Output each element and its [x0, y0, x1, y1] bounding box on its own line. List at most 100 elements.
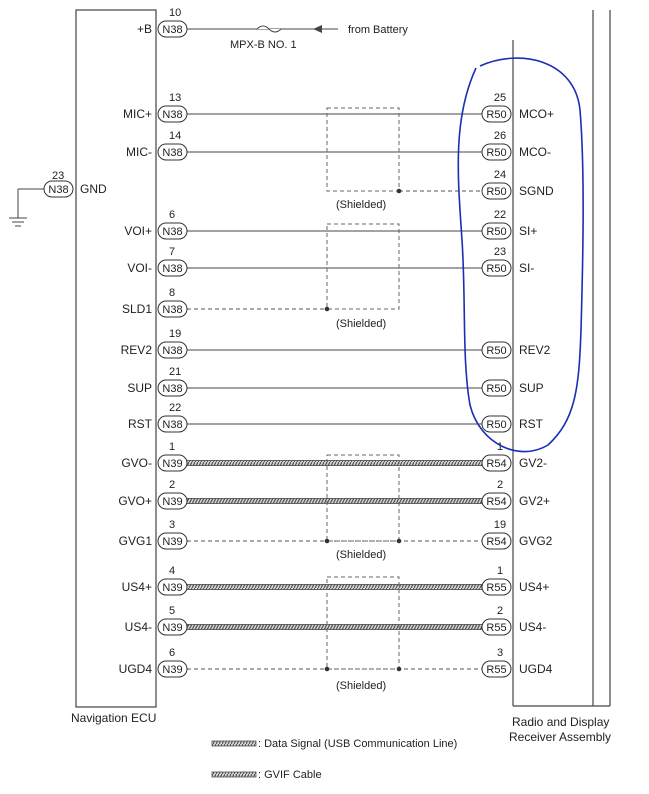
left-connector-sld1: N38 [157, 300, 188, 318]
left-connector-rev2: N38 [157, 341, 188, 359]
gnd-connector-tag: N38 [43, 180, 74, 198]
ground-symbol [9, 188, 44, 227]
right-pin-us4+: 1 [497, 565, 503, 577]
svg-text:N38: N38 [162, 24, 182, 36]
left-label-rst: RST [128, 417, 153, 431]
right-label-us4-: US4- [519, 620, 546, 634]
right-label-mco-: MCO- [519, 145, 551, 159]
shield-label-1: (Shielded) [336, 199, 386, 211]
svg-text:R55: R55 [486, 664, 506, 676]
left-label-sld1: SLD1 [122, 302, 152, 316]
right-pin-gv2+: 2 [497, 479, 503, 491]
right-pin-si-: 23 [494, 246, 506, 258]
right-pin-si+: 22 [494, 209, 506, 221]
right-connector-gv2-: R54 [481, 454, 512, 472]
right-pin-gvg2: 19 [494, 519, 506, 531]
left-label-us4+: US4+ [122, 580, 152, 594]
left-pin-us4+: 4 [169, 565, 175, 577]
svg-text:N38: N38 [162, 304, 182, 316]
svg-text:R50: R50 [486, 226, 506, 238]
left-label-rev2: REV2 [121, 343, 153, 357]
left-label-gvg1: GVG1 [119, 534, 153, 548]
svg-text:N38: N38 [48, 184, 68, 196]
battery-connector-tag: N38 [157, 20, 188, 38]
battery-circuit [187, 25, 338, 33]
left-pin-rst: 22 [169, 402, 181, 414]
svg-text:R50: R50 [486, 345, 506, 357]
left-pin-voi+: 6 [169, 209, 175, 221]
right-connector-sgnd: R50 [481, 182, 512, 200]
right-pin-gv2-: 1 [497, 441, 503, 453]
shield-junctions [324, 188, 402, 672]
battery-labels: 10 +B MPX-B NO. 1 from Battery [137, 7, 408, 51]
right-label-sup: SUP [519, 381, 544, 395]
left-connector-voi+: N38 [157, 222, 188, 240]
right-connector-rev2: R50 [481, 341, 512, 359]
navigation-ecu-box [75, 9, 157, 708]
receiver-name-2: Receiver Assembly [509, 730, 611, 744]
left-pin-voi-: 7 [169, 246, 175, 258]
svg-text:R54: R54 [486, 496, 506, 508]
left-label-mic-: MIC- [126, 145, 152, 159]
left-connector-us4+: N39 [157, 578, 188, 596]
legend-data-signal-swatch [211, 740, 257, 747]
svg-text:R50: R50 [486, 147, 506, 159]
legend-gvif-label: : GVIF Cable [258, 769, 322, 781]
svg-text:R50: R50 [486, 186, 506, 198]
svg-text:N38: N38 [162, 147, 182, 159]
svg-text:N38: N38 [162, 263, 182, 275]
svg-text:N39: N39 [162, 664, 182, 676]
ecu-name: Navigation ECU [71, 711, 156, 725]
right-connector-si+: R50 [481, 222, 512, 240]
left-pin-gvg1: 3 [169, 519, 175, 531]
left-pin-sup: 21 [169, 366, 181, 378]
left-connector-ugd4: N39 [157, 660, 188, 678]
right-connector-us4+: R55 [481, 578, 512, 596]
left-connector-gvo+: N39 [157, 492, 188, 510]
left-connector-sup: N38 [157, 379, 188, 397]
cable-gvo- [186, 460, 483, 466]
receiver-assembly-box [512, 10, 611, 707]
right-label-si+: SI+ [519, 224, 537, 238]
left-label-us4-: US4- [125, 620, 152, 634]
left-connector-voi-: N38 [157, 259, 188, 277]
left-connector-mic+: N38 [157, 105, 188, 123]
left-label-gvo-: GVO- [121, 456, 152, 470]
right-label-si-: SI- [519, 261, 534, 275]
svg-text:N38: N38 [162, 419, 182, 431]
shield-label-2: (Shielded) [336, 318, 386, 330]
svg-text:N39: N39 [162, 582, 182, 594]
right-label-rev2: REV2 [519, 343, 551, 357]
legend-data-signal-label: : Data Signal (USB Communication Line) [258, 738, 457, 750]
svg-text:R54: R54 [486, 458, 506, 470]
svg-text:R50: R50 [486, 109, 506, 121]
svg-text:N38: N38 [162, 226, 182, 238]
svg-text:N39: N39 [162, 496, 182, 508]
svg-text:R50: R50 [486, 383, 506, 395]
fuse-label: MPX-B NO. 1 [230, 39, 297, 51]
right-connector-sup: R50 [481, 379, 512, 397]
left-pin-rev2: 19 [169, 328, 181, 340]
right-label-sgnd: SGND [519, 184, 554, 198]
cable-gvo+ [186, 498, 483, 504]
right-connector-mco+: R50 [481, 105, 512, 123]
left-pin-us4-: 5 [169, 605, 175, 617]
left-label-sup: SUP [127, 381, 152, 395]
svg-text:N39: N39 [162, 458, 182, 470]
right-connector-gv2+: R54 [481, 492, 512, 510]
battery-pin-label: +B [137, 22, 152, 36]
svg-text:N39: N39 [162, 622, 182, 634]
receiver-name-1: Radio and Display [512, 715, 609, 729]
svg-text:R50: R50 [486, 419, 506, 431]
blue-annotation-outline [457, 57, 584, 453]
svg-text:N38: N38 [162, 383, 182, 395]
gnd-pin: 23 [52, 170, 64, 182]
left-connector-mic-: N38 [157, 143, 188, 161]
left-connector-us4-: N39 [157, 618, 188, 636]
left-connector-gvo-: N39 [157, 454, 188, 472]
right-label-gv2+: GV2+ [519, 494, 550, 508]
right-label-us4+: US4+ [519, 580, 549, 594]
right-connector-ugd4: R55 [481, 660, 512, 678]
left-pin-mic+: 13 [169, 92, 181, 104]
